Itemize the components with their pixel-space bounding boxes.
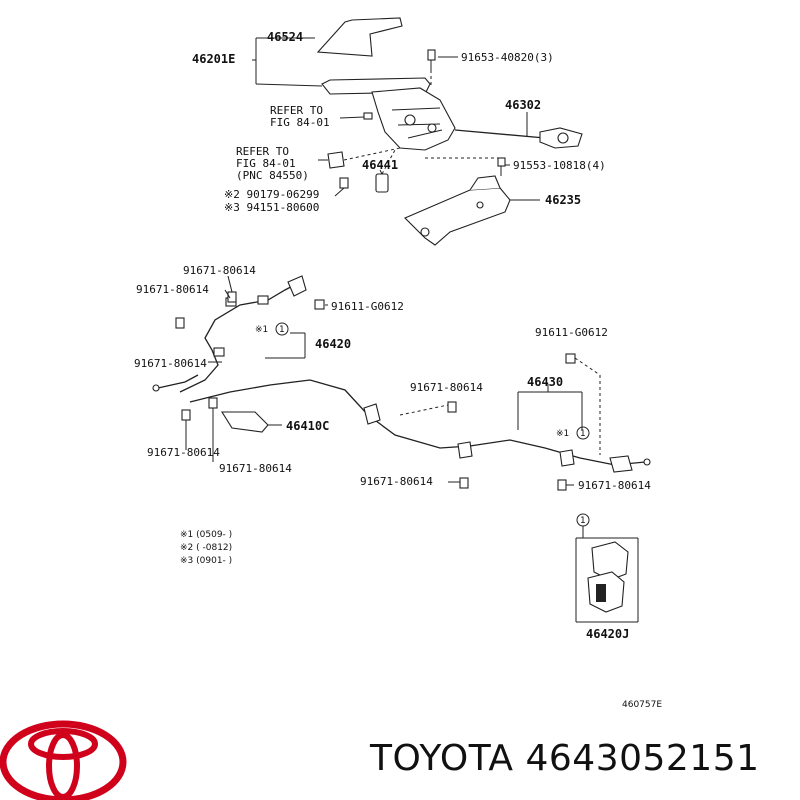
label-46420J: 46420J [586,627,629,641]
figure-id: 460757E [622,700,662,710]
label-91671-c: 91671-80614 [134,357,207,370]
cable-assembly-46420 [152,275,307,393]
label-91671-b: 91671-80614 [136,283,209,296]
label-91611-b: 91611-G0612 [535,326,608,339]
toyota-logo [0,720,127,800]
cable-assembly-46430 [189,353,651,473]
label-46441: 46441 [362,158,398,172]
label-94151: ※3 94151-80600 [224,201,319,214]
label-46420: 46420 [315,337,351,351]
label-91671-d: 91671-80614 [410,381,483,394]
detail-circle [576,513,590,527]
note-2: ※2 ( -0812) [180,543,232,553]
label-46524: 46524 [267,30,303,44]
brand-part-number: TOYOTA 4643052151 [370,738,760,779]
label-91653: 91653-40820(3) [461,51,554,64]
label-46430: 46430 [527,375,563,389]
detail-46420J [575,526,639,623]
label-46410C: 46410C [286,419,329,433]
svg-text:1: 1 [279,325,285,335]
label-detail-circle: 1 [580,516,586,526]
label-46302: 46302 [505,98,541,112]
diagram-labels: 46524 46201E 91653-40820(3) REFER TO FIG… [134,30,662,710]
label-ref1-a: ※1 [255,325,268,335]
note-1: ※1 (0509- ) [180,530,232,540]
label-refer2-a: REFER TO [236,145,289,158]
label-46235: 46235 [545,193,581,207]
label-46201E: 46201E [192,52,235,66]
label-90179: ※2 90179-06299 [224,188,319,201]
label-91671-f: 91671-80614 [219,462,292,475]
label-91671-h: 91671-80614 [578,479,651,492]
label-refer1-b: FIG 84-01 [270,116,330,129]
label-91671-a: 91671-80614 [183,264,256,277]
lower-fasteners [175,291,567,491]
label-ref1-b: ※1 [556,429,569,439]
ref-circle-b [576,426,590,440]
label-refer1-a: REFER TO [270,104,323,117]
label-refer2-b: FIG 84-01 [236,157,296,170]
label-91553: 91553-10818(4) [513,159,606,172]
label-91671-e: 91671-80614 [147,446,220,459]
label-refer2-c: (PNC 84550) [236,169,309,182]
label-91611-a: 91611-G0612 [331,300,404,313]
label-91671-g: 91671-80614 [360,475,433,488]
bracket-46410C [221,411,269,433]
upper-leaders [252,37,540,201]
svg-text:1: 1 [580,429,586,439]
ref-circle-a [275,322,289,336]
lower-leaders [185,275,583,486]
lever-assembly [316,17,583,246]
note-3: ※3 (0901- ) [180,556,232,566]
